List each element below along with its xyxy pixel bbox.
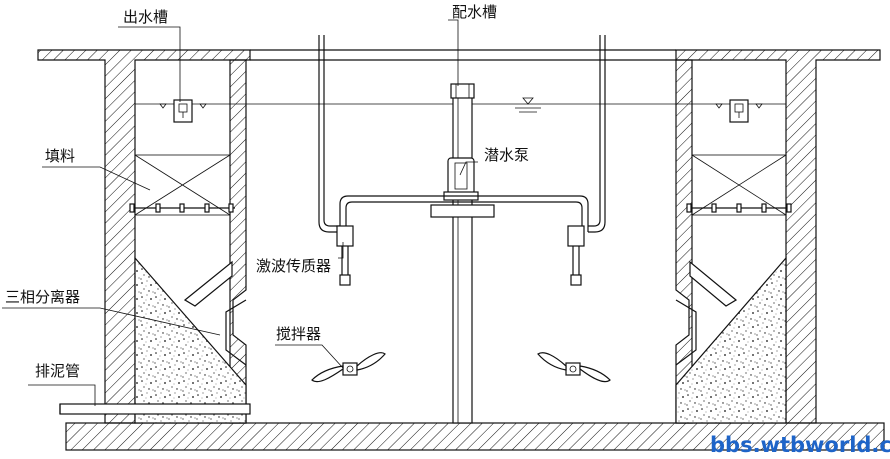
water-level-marker bbox=[515, 97, 541, 113]
left-riser-pipe bbox=[318, 35, 340, 233]
label-ultrasonic-sensor: 激波传质器 bbox=[256, 257, 331, 275]
label-mixer: 搅拌器 bbox=[276, 325, 321, 343]
right-packing-block bbox=[687, 154, 791, 216]
sludge-discharge-pipe bbox=[59, 403, 251, 415]
submersible-pump bbox=[443, 157, 479, 201]
label-outlet-trough: 出水槽 bbox=[123, 8, 168, 26]
left-three-phase-separator bbox=[183, 260, 247, 366]
right-outer-wall bbox=[675, 49, 881, 424]
left-transducer bbox=[336, 225, 354, 286]
base-slab bbox=[65, 422, 885, 451]
left-packing-supports bbox=[129, 203, 234, 213]
right-mixer bbox=[537, 352, 611, 383]
right-riser-pipe bbox=[588, 35, 606, 233]
right-transducer bbox=[567, 225, 585, 286]
right-packing-supports bbox=[686, 203, 792, 213]
left-sludge-hopper bbox=[134, 256, 247, 424]
left-mixer bbox=[311, 352, 386, 383]
watermark: bbs.wtbworld.com bbox=[710, 433, 890, 457]
central-column bbox=[452, 95, 473, 424]
label-packing: 填料 bbox=[45, 147, 75, 165]
label-distribution-trough: 配水槽 bbox=[452, 3, 497, 21]
label-sludge-pipe: 排泥管 bbox=[35, 362, 80, 380]
distribution-trough bbox=[450, 83, 475, 99]
label-three-phase-separator: 三相分离器 bbox=[5, 288, 80, 306]
left-packing-block bbox=[130, 154, 235, 216]
leader-lines bbox=[2, 19, 478, 406]
distribution-header bbox=[339, 195, 589, 232]
pump-base-plate bbox=[430, 204, 495, 218]
right-sludge-hopper bbox=[675, 256, 787, 424]
left-outlet-trough bbox=[159, 99, 207, 123]
label-submersible-pump: 潜水泵 bbox=[484, 146, 529, 164]
right-outlet-trough bbox=[715, 99, 763, 123]
right-three-phase-separator bbox=[675, 260, 738, 366]
